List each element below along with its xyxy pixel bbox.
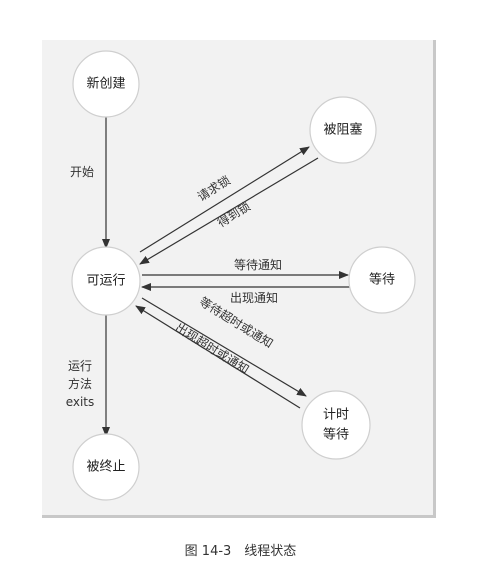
state-timed-waiting-label-2: 等待 — [323, 427, 349, 443]
state-runnable-label: 可运行 — [86, 274, 125, 289]
state-new-label: 新创建 — [86, 76, 125, 92]
state-blocked-label: 被阻塞 — [323, 122, 362, 138]
state-timed-waiting-label-1: 计时 — [323, 408, 349, 423]
label-notify-appears: 出现通知 — [230, 291, 278, 305]
edge-timeout-notify-appears — [135, 305, 301, 409]
edge-wait-timeout-notify — [141, 297, 307, 397]
state-waiting-label: 等待 — [369, 272, 395, 288]
state-timed-waiting: 计时 等待 — [301, 390, 371, 460]
edge-acquire-lock — [139, 157, 319, 265]
state-terminated-label: 被终止 — [86, 459, 125, 475]
state-terminated: 被终止 — [72, 433, 140, 501]
edge-request-lock — [139, 146, 310, 253]
state-runnable: 可运行 — [71, 246, 141, 316]
label-run-method-exits-1: 运行 — [68, 359, 92, 373]
label-acquire-lock: 得到锁 — [214, 198, 252, 230]
label-start: 开始 — [70, 165, 94, 179]
state-blocked: 被阻塞 — [309, 96, 377, 164]
state-waiting: 等待 — [348, 246, 416, 314]
label-request-lock: 请求锁 — [194, 172, 232, 204]
label-wait-notify: 等待通知 — [234, 258, 282, 272]
state-new: 新创建 — [72, 50, 140, 118]
figure-caption: 图 14-3 线程状态 — [184, 544, 297, 559]
label-run-method-exits-3: exits — [66, 395, 95, 409]
label-run-method-exits-2: 方法 — [68, 376, 92, 391]
